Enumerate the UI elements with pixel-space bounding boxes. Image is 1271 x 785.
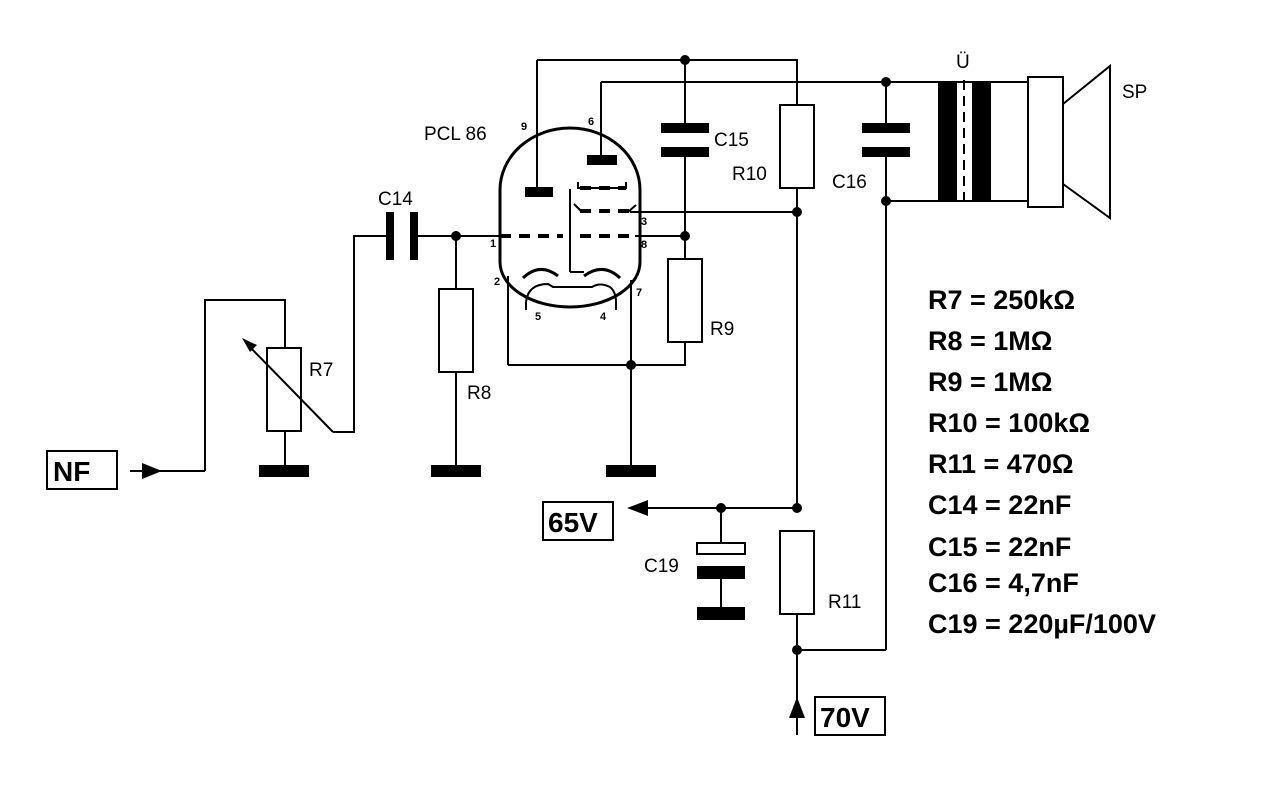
r8-label: R8: [467, 383, 491, 404]
c14-label: C14: [378, 189, 413, 210]
value-c19: C19 = 220µF/100V: [928, 609, 1156, 639]
tube-pcl86: PCL 86 9 6 3 1 8 2 7 5 4: [424, 60, 797, 365]
pin-9-label: 9: [521, 121, 527, 133]
70v-label: 70V: [820, 702, 870, 733]
value-r8: R8 = 1MΩ: [928, 326, 1052, 356]
pin-2-label: 2: [494, 276, 500, 288]
65v-label: 65V: [548, 507, 598, 538]
r8-body: [438, 288, 474, 373]
pin-8-label: 8: [641, 239, 647, 251]
r10-label: R10: [732, 164, 767, 185]
value-c16: C16 = 4,7nF: [928, 568, 1079, 598]
capacitor-c19: C19: [644, 508, 746, 620]
screen-grid-end-a: [573, 203, 583, 213]
wire-cathode-bus: [508, 342, 686, 366]
c16-label: C16: [832, 172, 867, 193]
r9-body: [667, 258, 703, 343]
ground-icon: [431, 465, 481, 477]
terminal-65v: 65V: [542, 501, 614, 541]
transformer-label: Ü: [956, 52, 970, 73]
pin-1-label: 1: [490, 238, 496, 250]
nf-box: [46, 450, 118, 490]
ground-icon: [259, 465, 309, 477]
c19-label: C19: [644, 556, 679, 577]
triode-cathode: [521, 268, 559, 280]
r9-label: R9: [710, 319, 734, 340]
junction-dot: [792, 207, 802, 217]
value-r7: R7 = 250kΩ: [928, 285, 1075, 315]
speaker: SP: [1027, 63, 1147, 220]
wire-nf-r7: [204, 299, 286, 471]
wiper-arrow-icon: [242, 338, 257, 352]
capacitor-c14: C14: [378, 189, 508, 260]
r7-body: [266, 347, 302, 432]
transformer-primary: [938, 82, 957, 202]
pin-6-label: 6: [588, 116, 594, 128]
pentode-anode: [587, 155, 617, 165]
r11-body: [779, 530, 815, 615]
tube-label: PCL 86: [424, 124, 487, 145]
resistor-r10: R10: [732, 104, 815, 508]
pin-3-label: 3: [641, 216, 647, 228]
70v-box: [814, 696, 886, 736]
speaker-magnet: [1027, 76, 1064, 208]
pin-4-label: 4: [600, 311, 607, 323]
c15-plate-a: [661, 123, 709, 133]
value-r9: R9 = 1MΩ: [928, 367, 1052, 397]
terminal-70v: 70V: [814, 696, 886, 736]
pin-5-label: 5: [535, 311, 541, 323]
c14-plate-a: [386, 212, 394, 260]
triode-anode: [525, 187, 553, 197]
r7-label: R7: [309, 360, 333, 381]
value-r10: R10 = 100kΩ: [928, 408, 1090, 438]
tube-envelope: [498, 126, 642, 309]
c16-plate-b: [862, 147, 910, 157]
capacitor-c16: C16: [832, 82, 910, 650]
value-c14: C14 = 22nF: [928, 490, 1071, 520]
supply-arrow-icon: [789, 697, 805, 718]
screen-grid-end-b: [627, 204, 637, 213]
r11-label: R11: [828, 592, 861, 613]
resistor-r9: R9: [667, 236, 734, 343]
wire-r7-c14: [333, 235, 388, 433]
c19-positive-plate: [696, 542, 746, 555]
output-arrow-icon: [627, 500, 648, 516]
pin-7-label: 7: [636, 287, 642, 299]
resistor-r8: R8: [431, 236, 491, 477]
component-values-list: R7 = 250kΩ R8 = 1MΩ R9 = 1MΩ R10 = 100kΩ…: [928, 285, 1156, 639]
wire-top-rail: [537, 59, 798, 105]
c19-plate-neg: [697, 566, 745, 579]
c14-plate-b: [410, 212, 418, 260]
r10-body: [779, 104, 815, 189]
value-c15: C15 = 22nF: [928, 532, 1071, 562]
input-terminal-nf: NF: [46, 450, 205, 490]
c16-plate-a: [862, 123, 910, 133]
r7-wiper-line: [247, 344, 334, 433]
speaker-label: SP: [1122, 82, 1147, 103]
resistor-r11: R11: [779, 530, 861, 735]
output-transformer: Ü: [938, 52, 991, 205]
65v-box: [542, 501, 614, 541]
nf-arrow-icon: [142, 463, 162, 479]
c15-label: C15: [714, 130, 749, 151]
c15-plate-b: [661, 147, 709, 157]
potentiometer-r7: R7: [242, 235, 388, 477]
ground-icon: [697, 607, 745, 620]
value-r11: R11 = 470Ω: [928, 449, 1074, 479]
pentode-cathode: [583, 268, 622, 280]
capacitor-c15: C15: [661, 60, 749, 236]
junction-dot: [792, 503, 802, 513]
heater-filament: [525, 282, 617, 303]
speaker-cone-icon: [1062, 63, 1111, 220]
nf-label: NF: [53, 456, 90, 487]
ground-icon: [606, 465, 656, 477]
transformer-secondary: [972, 82, 991, 202]
